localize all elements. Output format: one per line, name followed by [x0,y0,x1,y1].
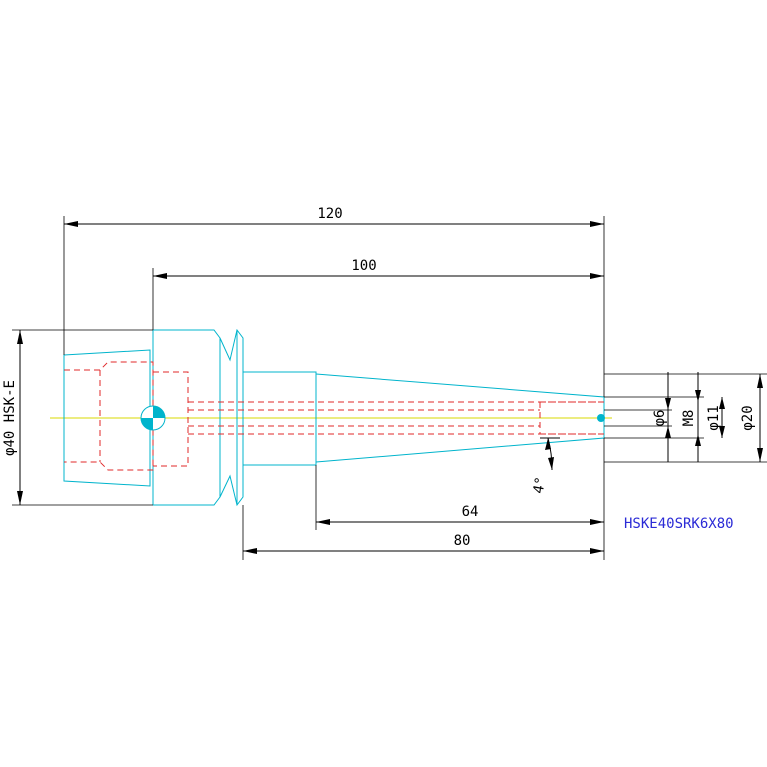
datum-symbol [140,405,166,431]
dim-120: 120 [317,206,342,222]
part-number-label: HSKE40SRK6X80 [624,516,734,532]
hsk-hidden-contour [64,361,154,471]
arrow-100-left [153,273,167,279]
arrow-80-right [590,548,604,554]
arrow-120-left [64,221,78,227]
arrow-hsk-top [17,330,23,344]
dim-hsk: φ40 HSK-E [2,380,18,456]
dim-64: 64 [462,504,479,520]
nose-point-symbol [597,414,605,422]
arrow-phi6-top [665,398,671,410]
v-groove-outline [219,328,244,507]
arrow-100-right [590,273,604,279]
dim-phi6: φ6 [652,410,668,427]
arrow-hsk-bottom [17,491,23,505]
arrow-phi20-top [757,374,763,388]
bore-hidden-end [539,401,604,435]
arrow-80-left [243,548,257,554]
arrow-angle-bottom [548,457,554,470]
flange-hidden-pocket [153,371,189,467]
dim-m8: M8 [681,410,697,427]
dim-phi11: φ11 [706,405,722,430]
arrow-phi6-bottom [665,426,671,438]
dim-100: 100 [351,258,376,274]
arrow-m8-bottom [695,434,701,446]
arrow-64-left [316,519,330,525]
arrow-m8-top [695,390,701,402]
arrow-angle-top [545,438,551,450]
arrow-phi20-bottom [757,448,763,462]
arrow-64-right [590,519,604,525]
dim-80: 80 [454,533,471,549]
arrow-120-right [590,221,604,227]
dim-angle: 4° [531,476,550,495]
hsk-shank-outline [63,349,151,487]
dim-phi20: φ20 [740,405,756,430]
arrow-phi11-bottom [719,426,725,438]
arrow-phi11-top [719,397,725,409]
